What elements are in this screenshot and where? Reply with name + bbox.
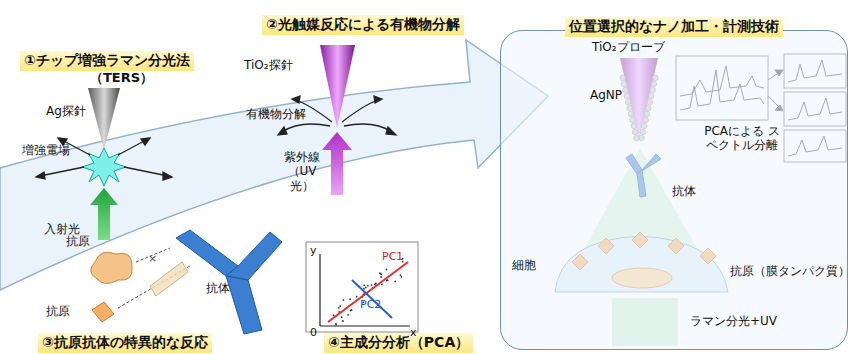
uv-arrow [322, 132, 352, 195]
heading-text: ②光触媒反応による有機物分解 [262, 15, 464, 35]
method-heading: ④主成分分析（PCA） [324, 332, 473, 353]
part-label: 有機物分解 [246, 107, 306, 121]
axis-label: PC1 [382, 250, 403, 263]
axis-label: PC2 [360, 298, 381, 311]
part-label: PCAによる スペクトル分離 [700, 124, 784, 153]
svg-text:×: × [148, 252, 157, 265]
part-label: TiO₂探針 [244, 58, 293, 72]
axis-label: y [310, 244, 317, 257]
part-label: 抗原（膜タンパク質） [730, 264, 850, 278]
plot-axes [320, 254, 410, 326]
method-heading: ③抗原抗体の特異的な反応 [38, 332, 212, 353]
part-label: ラマン分光+UV [690, 314, 777, 328]
flow-band [0, 40, 548, 290]
antigen-blob [91, 252, 132, 283]
panel-title: 位置選択的なナノ加工・計測技術 [565, 17, 783, 37]
method-heading: ②光触媒反応による有機物分解 [262, 14, 464, 35]
pc1-line [328, 262, 408, 322]
incident-light-arrow [90, 188, 118, 240]
part-label: 抗原 [66, 234, 90, 248]
part-label: 抗体 [206, 281, 230, 295]
pc2-line [352, 280, 392, 318]
part-label: 抗原 [46, 304, 70, 318]
part-label: TiO₂プローブ [592, 40, 665, 54]
heading-text: ③抗原抗体の特異的な反応 [38, 333, 212, 353]
heading-text: ①チップ増強ラマン分光法 [20, 51, 194, 71]
ag-tip [88, 88, 120, 150]
part-label: 細胞 [512, 258, 536, 272]
heading-text: ④主成分分析（PCA） [324, 333, 473, 353]
method-heading: ①チップ増強ラマン分光法 [20, 50, 194, 71]
binding-marks: × [118, 248, 190, 308]
part-label: Ag探針 [46, 104, 86, 118]
antibody [176, 230, 282, 334]
acronym: （TERS） [90, 70, 153, 86]
part-label: 紫外線 （UV光） [276, 150, 328, 193]
plot-frame [306, 242, 418, 332]
antigen-diamond [92, 302, 114, 322]
part-label: 増強電場 [22, 143, 70, 157]
part-label: 抗体 [672, 184, 696, 198]
part-label: AgNP [590, 88, 622, 102]
axis-label: x [410, 326, 417, 339]
axis-label: 0 [310, 326, 317, 339]
